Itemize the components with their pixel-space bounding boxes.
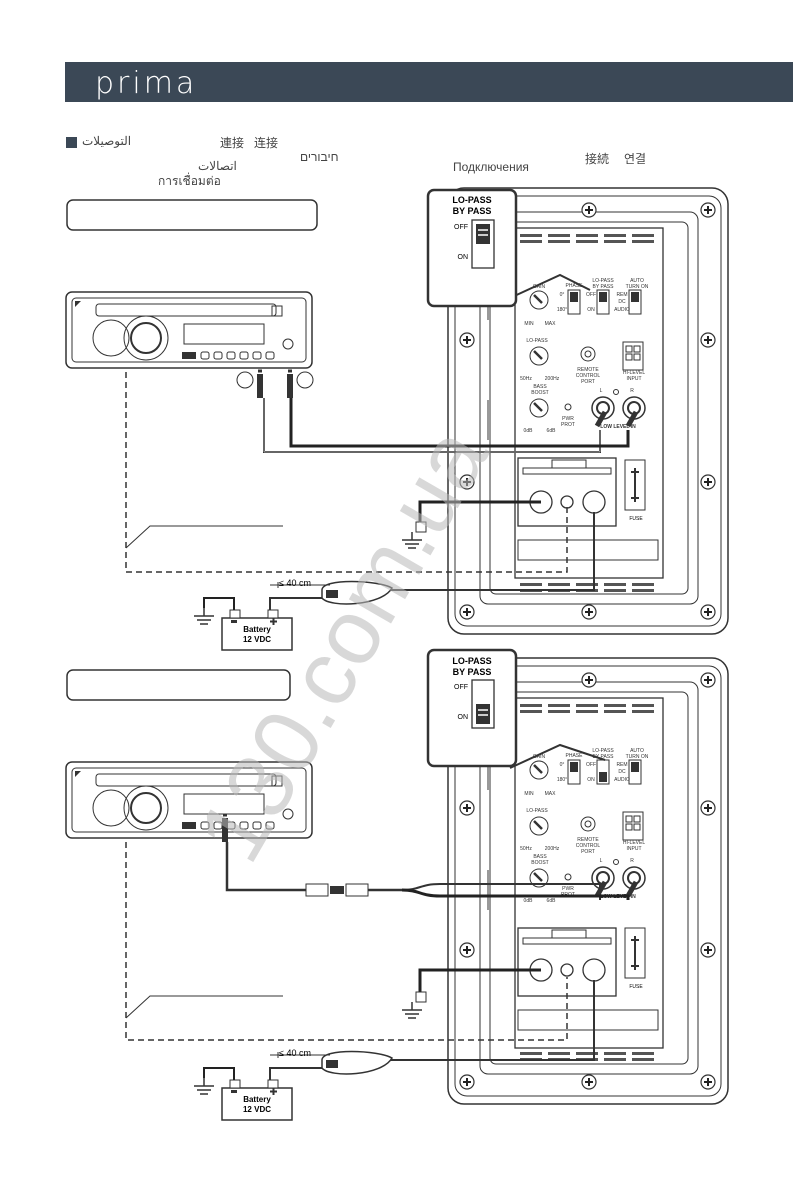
remote-label-2: CONTROL: [576, 373, 601, 379]
r-label-2: R: [630, 858, 634, 864]
bass-label-1: BASS: [533, 384, 547, 390]
hz200-label-2: 200Hz: [545, 846, 560, 852]
callout-title-2b: BY PASS: [453, 667, 492, 677]
battery-label-2b: 12 VDC: [243, 1105, 271, 1114]
auto-turn-on-2a: AUTO: [630, 748, 644, 754]
callout-on-1: ON: [458, 254, 469, 261]
phase-label: PHASE: [566, 283, 584, 289]
phase-180: 180°: [557, 307, 567, 313]
hilevel-label-2: INPUT: [627, 376, 642, 382]
r-label: R: [630, 388, 634, 394]
callout-title-2a: LO-PASS: [452, 656, 491, 666]
remote-label-3: PORT: [581, 379, 595, 385]
brand-logo: prima: [95, 66, 198, 101]
gain-min: MIN: [524, 321, 534, 327]
hilevel-label-1: HI-LEVEL: [623, 370, 645, 376]
lopass-knob-label-2: LO-PASS: [526, 808, 548, 814]
lopass-bypass-label-1b: BY PASS: [593, 284, 615, 290]
lang-thai: การเชื่อมต่อ: [158, 174, 221, 188]
gain-label-2: GAIN: [533, 754, 546, 760]
pwr-label-2-1: PWR: [562, 886, 574, 892]
battery-label-1b: 12 VDC: [243, 635, 271, 644]
audio-label-2: AUDIO: [614, 777, 630, 783]
rem-label-2: REM: [616, 762, 627, 768]
callout-off-1: OFF: [454, 224, 468, 231]
pwr-label-1: PWR: [562, 416, 574, 422]
db6-label: 6dB: [547, 428, 557, 434]
dc-label-2: DC: [618, 769, 626, 775]
lopass-knob-label: LO-PASS: [526, 338, 548, 344]
gain-max-2: MAX: [545, 791, 557, 797]
remote-label-2-1: REMOTE: [577, 837, 599, 843]
battery-label-1a: Battery: [243, 625, 271, 634]
bass-label-2-2: BOOST: [531, 860, 549, 866]
hilevel-label-2-2: INPUT: [627, 846, 642, 852]
lopass-bypass-label-2a: LO-PASS: [592, 748, 614, 754]
bypass-off-small-2: OFF: [586, 762, 596, 768]
gain-max: MAX: [545, 321, 557, 327]
bass-label-2: BOOST: [531, 390, 549, 396]
bypass-off-small: OFF: [586, 292, 596, 298]
bypass-on-small-2: ON: [587, 777, 595, 783]
l-label-2: L: [600, 858, 603, 864]
dc-label: DC: [618, 299, 626, 305]
lang-arabic: التوصيلات: [82, 134, 132, 148]
lang-hebrew: חיבורים: [300, 150, 339, 164]
diagram-1: GAIN MIN MAX PHASE 0° 180° LO-PASS BY PA…: [65, 187, 729, 651]
audio-label: AUDIO: [614, 307, 630, 313]
distance-label-1: ≤ 40 cm: [279, 578, 311, 588]
fuse-label-2: FUSE: [629, 984, 643, 990]
phase-180-2: 180°: [557, 777, 567, 783]
hz200-label: 200Hz: [545, 376, 560, 382]
db0-label: 0dB: [524, 428, 534, 434]
phase-0: 0°: [560, 292, 565, 298]
section-marker: [66, 137, 77, 148]
auto-turn-on-1b: TURN ON: [626, 284, 649, 290]
lopass-bypass-label-2b: BY PASS: [593, 754, 615, 760]
rem-label: REM: [616, 292, 627, 298]
hz50-label: 50Hz: [520, 376, 532, 382]
auto-turn-on-1a: AUTO: [630, 278, 644, 284]
lopass-bypass-label-1a: LO-PASS: [592, 278, 614, 284]
phase-0-2: 0°: [560, 762, 565, 768]
lang-japanese: 接続: [585, 152, 610, 166]
gain-min-2: MIN: [524, 791, 534, 797]
pwr-label-2: PROT: [561, 422, 575, 428]
remote-label-1: REMOTE: [577, 367, 599, 373]
label-box-2: [66, 669, 291, 701]
lang-korean: 연결: [624, 152, 647, 166]
callout-on-2: ON: [458, 714, 469, 721]
callout-title-1b: BY PASS: [453, 206, 492, 216]
remote-label-2-3: PORT: [581, 849, 595, 855]
diagram-2: GAIN MIN MAX PHASE 0° 180° LO-PASS BY PA…: [65, 648, 729, 1121]
auto-turn-on-2b: TURN ON: [626, 754, 649, 760]
remote-label-2-2: CONTROL: [576, 843, 601, 849]
low-level-in-label: LOW LEVEL IN: [600, 424, 636, 430]
battery-label-2a: Battery: [243, 1095, 271, 1104]
bypass-on-small: ON: [587, 307, 595, 313]
lang-chinese-traditional: 連接: [220, 136, 245, 150]
db6-label-2: 6dB: [547, 898, 557, 904]
fuse-label-1: FUSE: [629, 516, 643, 522]
lang-chinese-simplified: 连接: [254, 136, 279, 150]
lang-russian: Подключения: [453, 160, 529, 174]
gain-label: GAIN: [533, 284, 546, 290]
phase-label-2: PHASE: [566, 753, 584, 759]
label-box-1: [66, 199, 318, 231]
callout-title-1a: LO-PASS: [452, 195, 491, 205]
db0-label-2: 0dB: [524, 898, 534, 904]
callout-off-2: OFF: [454, 684, 468, 691]
hz50-label-2: 50Hz: [520, 846, 532, 852]
distance-label-2: ≤ 40 cm: [279, 1048, 311, 1058]
lang-persian: اتصالات: [198, 159, 237, 173]
hilevel-label-2-1: HI-LEVEL: [623, 840, 645, 846]
header-bar: prima: [65, 62, 793, 102]
bass-label-2-1: BASS: [533, 854, 547, 860]
l-label: L: [600, 388, 603, 394]
